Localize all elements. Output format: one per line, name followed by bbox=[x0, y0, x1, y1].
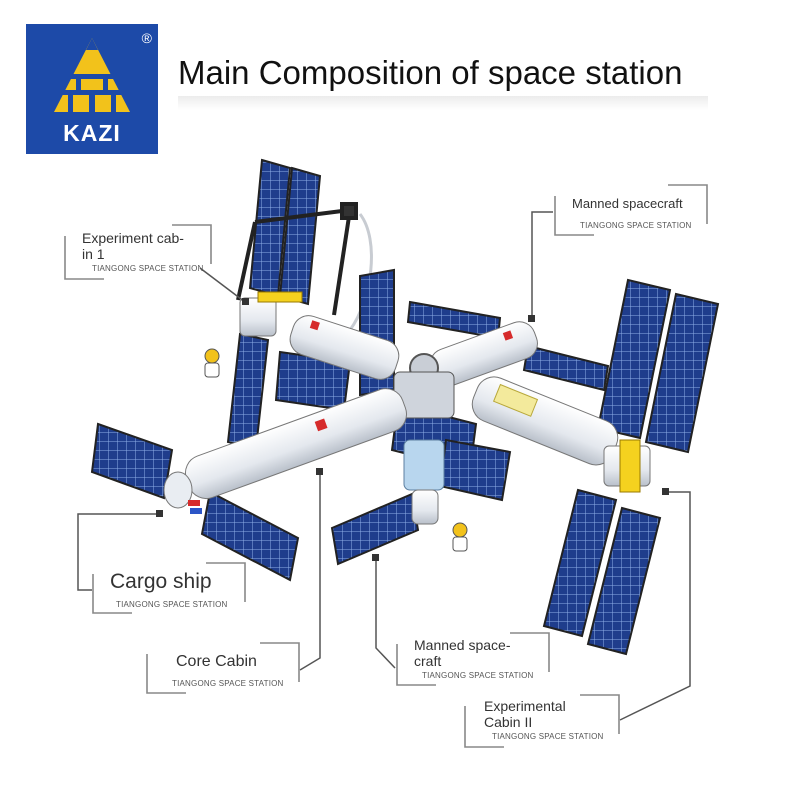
solar-panel-lower-right bbox=[542, 488, 662, 656]
label-subtitle: TIANGONG SPACE STATION bbox=[580, 221, 692, 230]
label-experimental-cabin-2: Experimental Cabin II TIANGONG SPACE STA… bbox=[464, 694, 620, 748]
robotic-arm bbox=[236, 202, 373, 331]
label-manned-spacecraft-top: Manned spacecraft TIANGONG SPACE STATION bbox=[554, 184, 708, 236]
label-title-line2: craft bbox=[414, 653, 442, 669]
label-title: Experiment cab- bbox=[82, 230, 184, 246]
label-frame bbox=[554, 184, 708, 236]
label-title: Core Cabin bbox=[176, 653, 257, 670]
label-cargo-ship: Cargo ship TIANGONG SPACE STATION bbox=[92, 562, 246, 614]
label-manned-spacecraft-bottom: Manned space- craft TIANGONG SPACE STATI… bbox=[396, 632, 550, 686]
label-frame bbox=[146, 642, 300, 694]
label-frame bbox=[64, 224, 212, 280]
solar-panel-left-center bbox=[226, 332, 270, 450]
label-title: Manned spacecraft bbox=[572, 196, 683, 211]
label-frame bbox=[92, 562, 246, 614]
solar-panel-right-small bbox=[522, 344, 610, 392]
solar-panel-bottom-left bbox=[200, 490, 300, 582]
kazi-logo: ® KAZI bbox=[26, 24, 158, 154]
label-subtitle: TIANGONG SPACE STATION bbox=[116, 600, 228, 609]
label-subtitle: TIANGONG SPACE STATION bbox=[92, 264, 204, 273]
solar-panel-far-left bbox=[90, 422, 174, 500]
label-title: Experimental bbox=[484, 698, 566, 714]
label-title-line2: in 1 bbox=[82, 246, 105, 262]
label-subtitle: TIANGONG SPACE STATION bbox=[422, 671, 534, 680]
astronaut-icon bbox=[452, 522, 468, 552]
label-subtitle: TIANGONG SPACE STATION bbox=[172, 679, 284, 688]
label-frame bbox=[464, 694, 620, 748]
label-core-cabin: Core Cabin TIANGONG SPACE STATION bbox=[146, 642, 300, 694]
solar-panel-bottom-center bbox=[330, 492, 420, 566]
astronaut-icon bbox=[204, 348, 220, 378]
solar-panel-top-left bbox=[248, 158, 322, 306]
label-title-line2: Cabin II bbox=[484, 714, 533, 730]
registered-mark: ® bbox=[141, 30, 152, 46]
title-shadow bbox=[178, 96, 708, 110]
solar-panel-center-lower bbox=[438, 438, 512, 502]
label-subtitle: TIANGONG SPACE STATION bbox=[492, 732, 604, 741]
solar-panel-right bbox=[596, 278, 720, 454]
label-title: Manned space- bbox=[414, 637, 511, 653]
label-title: Cargo ship bbox=[110, 570, 212, 593]
station-modules bbox=[163, 291, 651, 525]
callout-leader-lines bbox=[77, 211, 691, 721]
logo-brand-text: KAZI bbox=[63, 120, 121, 146]
callout-dots bbox=[156, 298, 669, 561]
page-title: Main Composition of space station bbox=[178, 54, 683, 91]
pyramid-icon bbox=[54, 38, 130, 112]
label-experiment-cabin-1: Experiment cab- in 1 TIANGONG SPACE STAT… bbox=[64, 224, 212, 280]
label-frame bbox=[396, 632, 550, 686]
